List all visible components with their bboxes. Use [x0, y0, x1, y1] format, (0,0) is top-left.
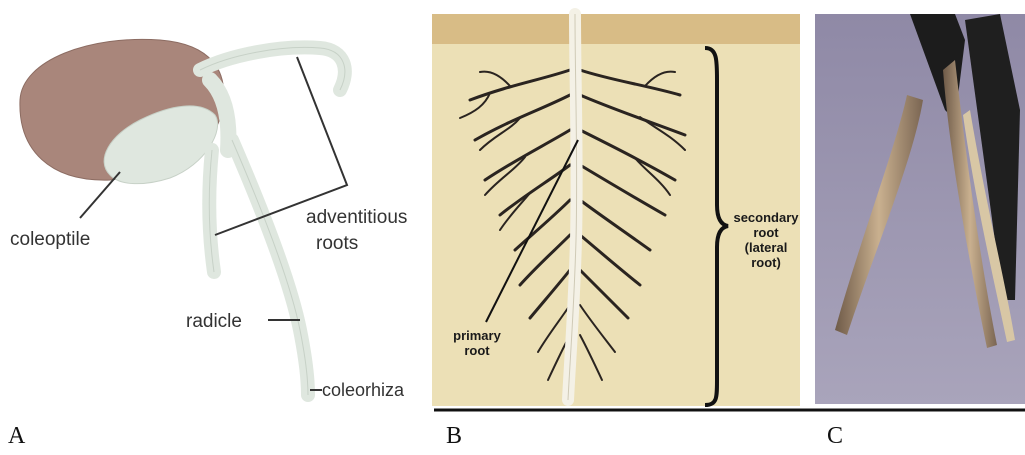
root-photo: [815, 0, 1025, 455]
soil-surface: [432, 14, 800, 44]
secondary-root-label-line4: root): [726, 255, 806, 270]
adventitious-roots-label-line2: roots: [316, 233, 358, 255]
radicle: [232, 140, 308, 395]
panel-letter-b: B: [446, 423, 462, 450]
secondary-root-label: secondary root (lateral root): [726, 210, 806, 270]
secondary-root-label-line3: (lateral: [726, 240, 806, 255]
panel-a-seedling-diagram: coleoptile adventitious roots radicle co…: [0, 0, 430, 455]
coleoptile-label: coleoptile: [10, 229, 90, 251]
secondary-root-label-line1: secondary: [726, 210, 806, 225]
primary-root-label: primary root: [442, 328, 512, 358]
coleorhiza-label: coleorhiza: [322, 380, 404, 401]
primary-root-label-line2: root: [442, 343, 512, 358]
primary-root-label-line1: primary: [442, 328, 512, 343]
secondary-root-label-line2: root: [726, 225, 806, 240]
panel-c-root-photo: C: [815, 0, 1025, 455]
panel-letter-c: C: [827, 423, 843, 450]
radicle-label: radicle: [186, 311, 242, 333]
adventitious-roots-label-line1: adventitious: [306, 207, 407, 229]
panel-letter-a: A: [8, 423, 25, 450]
panel-b-root-system: primary root secondary root (lateral roo…: [430, 0, 815, 455]
